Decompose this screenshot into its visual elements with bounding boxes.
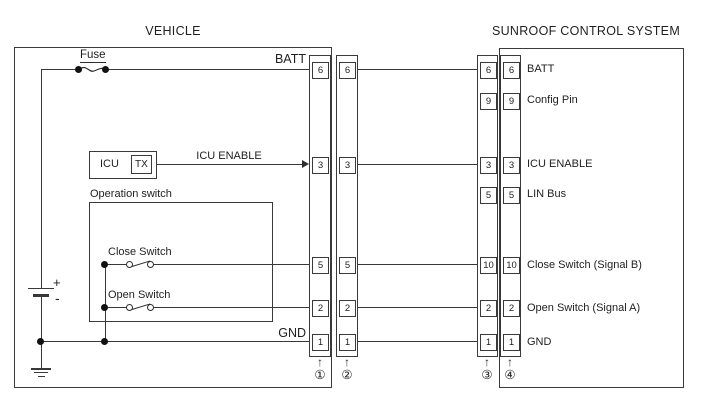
connector-number-2: ②	[341, 368, 353, 382]
left-connector-strip-1: 6 3 5 2 1	[309, 55, 331, 357]
up-arrow-icon: ↑	[484, 355, 490, 369]
close-switch-contact-left	[126, 261, 133, 268]
icu-enable-arrowhead	[302, 160, 309, 168]
pin-box: 6	[312, 62, 329, 79]
pin-box: 3	[503, 157, 520, 174]
pin-box: 5	[503, 187, 520, 204]
close-switch-wire-mid	[358, 264, 477, 265]
pin-box: 10	[480, 257, 497, 274]
pin-box: 1	[339, 334, 356, 351]
signal-label-gnd: GND	[527, 336, 552, 348]
ground-icon-line2	[34, 372, 48, 373]
icu-box	[89, 151, 157, 179]
battery-plus-label: +	[53, 275, 61, 290]
pin-box: 1	[480, 334, 497, 351]
pin-box: 3	[480, 157, 497, 174]
battery-ground-wire	[41, 297, 42, 368]
gnd-label: GND	[278, 326, 306, 340]
connector-number-1: ①	[314, 368, 326, 382]
open-switch-contact-right	[147, 304, 154, 311]
ground-junction-dot-mid	[101, 338, 108, 345]
pin-box: 1	[312, 334, 329, 351]
pin-box: 2	[480, 300, 497, 317]
up-arrow-icon: ↑	[344, 355, 350, 369]
pin-box: 9	[503, 93, 520, 110]
pin-box: 3	[339, 157, 356, 174]
connector-number-4: ④	[504, 368, 516, 382]
pin-box: 3	[312, 157, 329, 174]
connector-number-3: ③	[481, 368, 493, 382]
left-connector-strip-2: 6 3 5 2 1	[336, 55, 358, 357]
close-switch-label: Close Switch	[108, 246, 172, 258]
pin-box: 9	[480, 93, 497, 110]
open-switch-label: Open Switch	[108, 289, 171, 301]
battery-plate-long	[28, 288, 54, 289]
fuse-label-text: Fuse	[80, 49, 106, 63]
signal-label-icu-enable: ICU ENABLE	[527, 158, 593, 170]
sunroof-box	[499, 48, 684, 388]
pin-box: 5	[312, 257, 329, 274]
right-connector-strip-1: 6 9 3 5 10 2 1	[477, 55, 498, 357]
gnd-wire	[41, 341, 309, 342]
open-switch-contact-left	[126, 304, 133, 311]
signal-label-batt: BATT	[527, 63, 555, 75]
icu-label: ICU	[100, 158, 119, 170]
signal-label-close-switch: Close Switch (Signal B)	[527, 259, 642, 271]
batt-wire-mid	[358, 69, 477, 70]
up-arrow-icon: ↑	[317, 355, 323, 369]
pin-box: 2	[312, 300, 329, 317]
battery-feed-wire	[41, 69, 42, 288]
battery-plate-short	[33, 294, 49, 297]
up-arrow-icon: ↑	[507, 355, 513, 369]
fuse-junction-dot-left	[75, 66, 82, 73]
pin-box: 6	[503, 62, 520, 79]
switch-common-wire	[105, 264, 106, 342]
sunroof-title: SUNROOF CONTROL SYSTEM	[491, 24, 681, 38]
vehicle-title: VEHICLE	[145, 24, 201, 38]
tx-box	[131, 155, 152, 174]
vehicle-box	[14, 47, 332, 388]
batt-label: BATT	[274, 52, 306, 66]
pin-box: 1	[503, 334, 520, 351]
batt-wire-seg1	[41, 69, 79, 70]
pin-box: 10	[503, 257, 520, 274]
operation-switch-label: Operation switch	[90, 188, 172, 200]
signal-label-lin-bus: LIN Bus	[527, 188, 567, 200]
operation-switch-box	[89, 202, 273, 322]
signal-label-config: Config Pin	[527, 94, 578, 106]
tx-label: TX	[135, 159, 148, 170]
signal-label-open-switch: Open Switch (Signal A)	[527, 302, 641, 314]
open-switch-wire-mid	[358, 307, 477, 308]
icu-enable-wire	[157, 164, 302, 165]
pin-box: 2	[503, 300, 520, 317]
open-switch-junction-dot	[101, 304, 108, 311]
batt-wire-seg2	[106, 69, 309, 70]
fuse-label: Fuse	[80, 49, 106, 63]
right-connector-strip-2: 6 9 3 5 10 2 1	[500, 55, 521, 357]
pin-box: 6	[480, 62, 497, 79]
ground-icon	[31, 368, 51, 370]
pin-box: 6	[339, 62, 356, 79]
close-switch-contact-right	[147, 261, 154, 268]
icu-enable-wire-mid	[358, 164, 477, 165]
ground-icon-line3	[38, 376, 45, 377]
close-switch-wire-seg2	[152, 264, 309, 265]
pin-box: 5	[480, 187, 497, 204]
gnd-wire-mid	[358, 341, 477, 342]
fuse-junction-dot-right	[102, 66, 109, 73]
pin-box: 2	[339, 300, 356, 317]
icu-enable-label: ICU ENABLE	[196, 150, 262, 162]
pin-box: 5	[339, 257, 356, 274]
ground-junction-dot-left	[37, 338, 44, 345]
battery-minus-label: -	[55, 290, 60, 306]
close-switch-wire-seg1	[105, 264, 127, 265]
close-switch-junction-dot	[101, 261, 108, 268]
open-switch-wire-seg1	[105, 307, 127, 308]
open-switch-wire-seg2	[152, 307, 309, 308]
